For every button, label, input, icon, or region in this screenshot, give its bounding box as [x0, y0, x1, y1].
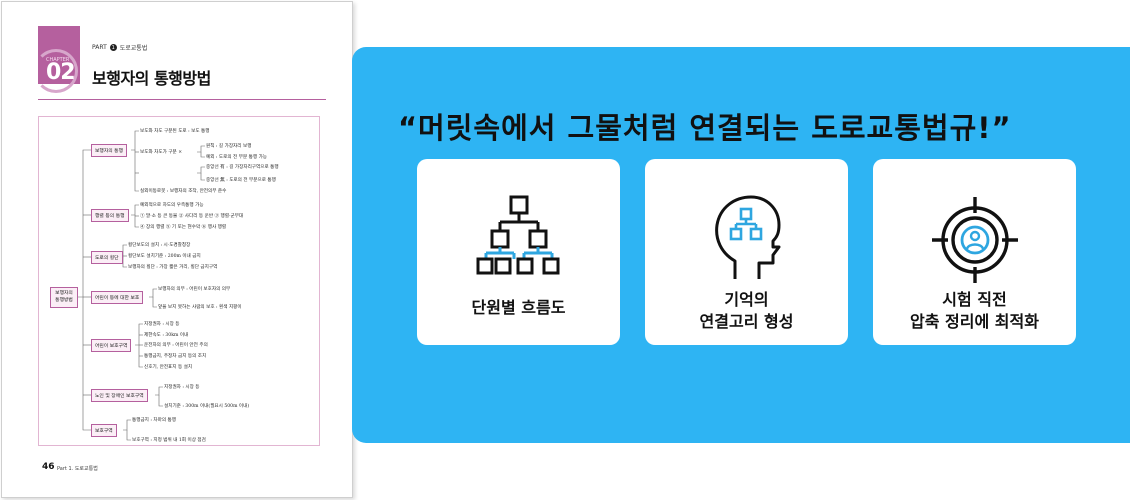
flow-tree: 보행자의 통행방법 보행자의 통행 행렬 등의 통행 도로의 횡단 어린이 등에…	[38, 116, 320, 446]
feature-card-line: 시험 직전	[942, 290, 1007, 309]
chapter-badge-ring	[34, 49, 78, 93]
tree-leaf: 예외 : 도로의 전 부분 통행 가능	[206, 155, 268, 160]
page-footer: Part 1. 도로교통법	[57, 466, 98, 472]
chapter-title: 보행자의 통행방법	[92, 69, 211, 88]
tree-branch: 어린이 등에 대한 보호	[91, 291, 144, 304]
tree-leaf: 설치기준 : 300m 이내(필요시 500m 이내)	[164, 404, 250, 409]
tree-leaf: 원칙 : 길 가장자리 보행	[206, 144, 252, 149]
chapter-rule-left	[38, 99, 82, 100]
tree-branch: 도로의 횡단	[91, 251, 123, 264]
part-line: PART 1 도로교통법	[92, 43, 147, 52]
tree-branch: 어린이 보호구역	[91, 339, 132, 352]
feature-card-line: 압축 정리에 최적화	[910, 311, 1039, 331]
tree-leaf: 보행자의 횡단 : 가장 짧은 거리, 횡단 금지구역	[128, 265, 218, 270]
tree-leaf: 예외적으로 차도의 우측통행 가능	[140, 203, 204, 208]
feature-card-memory: 기억의 연결고리 형성	[645, 159, 848, 345]
feature-card-label: 시험 직전 압축 정리에 최적화	[873, 289, 1076, 332]
chapter-number: 02	[46, 60, 76, 85]
tree-leaf: 중앙선 有 : 길 가장자리구역으로 통행	[206, 165, 279, 170]
chapter-sub-label: CHAPTER	[46, 57, 70, 63]
page-number: 46	[42, 462, 55, 472]
tree-leaf: ④ 장의 행렬 ⑤ 기 또는 현수막 ⑥ 행사 행렬	[140, 225, 227, 230]
tree-branch: 보호구역	[91, 424, 117, 437]
tree-leaf: 보도와 차도가 구분 ×	[140, 150, 183, 155]
tree-leaf: 제한속도 : 30km 이내	[144, 333, 189, 338]
tree-leaf: 보행자의 의무 : 어린이 보호자의 의무	[158, 287, 231, 292]
feature-card-flowchart: 단원별 흐름도	[417, 159, 620, 345]
part-name: 도로교통법	[119, 45, 148, 52]
feature-card-label: 기억의 연결고리 형성	[645, 289, 848, 332]
tree-leaf: 중앙선 無 : 도로의 전 부분으로 통행	[206, 178, 276, 183]
tree-leaf: 통행금지 : 차마의 통행	[132, 418, 176, 423]
panel-headline: “머릿속에서 그물처럼 연결되는 도로교통법규!”	[398, 111, 1012, 145]
tree-leaf: 앞을 보지 못하는 사람의 보호 : 흰색 지팡이	[158, 305, 242, 310]
feature-card-line: 기억의	[724, 290, 769, 309]
flowchart-icon	[474, 195, 564, 283]
part-label: PART	[92, 44, 107, 51]
target-person-icon	[930, 195, 1020, 289]
tree-leaf: 보호구역 : 지정 범위 내 1회 이상 점검	[132, 438, 206, 443]
feature-card-label: 단원별 흐름도	[417, 297, 620, 319]
tree-leaf: ① 말·소 등 큰 동물 ② 사다리 등 운반 ③ 행렬·군부대	[140, 214, 244, 219]
tree-root: 보행자의 통행방법	[50, 287, 78, 309]
tree-leaf: 지정권자 : 시장 등	[144, 322, 180, 327]
book-page: CHAPTER 02 PART 1 도로교통법 보행자의 통행방법	[1, 1, 353, 498]
head-network-icon	[707, 195, 787, 285]
tree-leaf: 횡단보도의 설치 : 시·도경찰청장	[128, 243, 191, 248]
tree-branch: 보행자의 통행	[91, 144, 128, 157]
tree-branch: 행렬 등의 통행	[91, 209, 129, 222]
tree-leaf: 실외이동로봇 : 보행자의 조작, 안전의무 준수	[140, 189, 227, 194]
part-number: 1	[109, 44, 117, 51]
chapter-rule	[82, 99, 326, 100]
feature-panel: “머릿속에서 그물처럼 연결되는 도로교통법규!”	[352, 47, 1130, 443]
feature-card-line: 연결고리 형성	[699, 311, 794, 331]
tree-leaf: 지정권자 : 시장 등	[164, 385, 200, 390]
tree-leaf: 운전자의 의무 : 어린이 안전 주의	[144, 343, 208, 348]
tree-leaf: 보도와 차도 구분된 도로 : 보도 통행	[140, 129, 210, 134]
tree-leaf: 횡단보도 설치기준 : 200m 이내 금지	[128, 254, 201, 259]
tree-branch: 노인 및 장애인 보호구역	[91, 389, 148, 402]
tree-leaf: 통행금지, 주정차 금지 등의 조치	[144, 354, 207, 359]
tree-connectors	[78, 130, 205, 441]
feature-card-exam: 시험 직전 압축 정리에 최적화	[873, 159, 1076, 345]
tree-leaf: 신호기, 안전표지 등 설치	[144, 365, 193, 370]
feature-card-line: 단원별 흐름도	[471, 298, 566, 317]
